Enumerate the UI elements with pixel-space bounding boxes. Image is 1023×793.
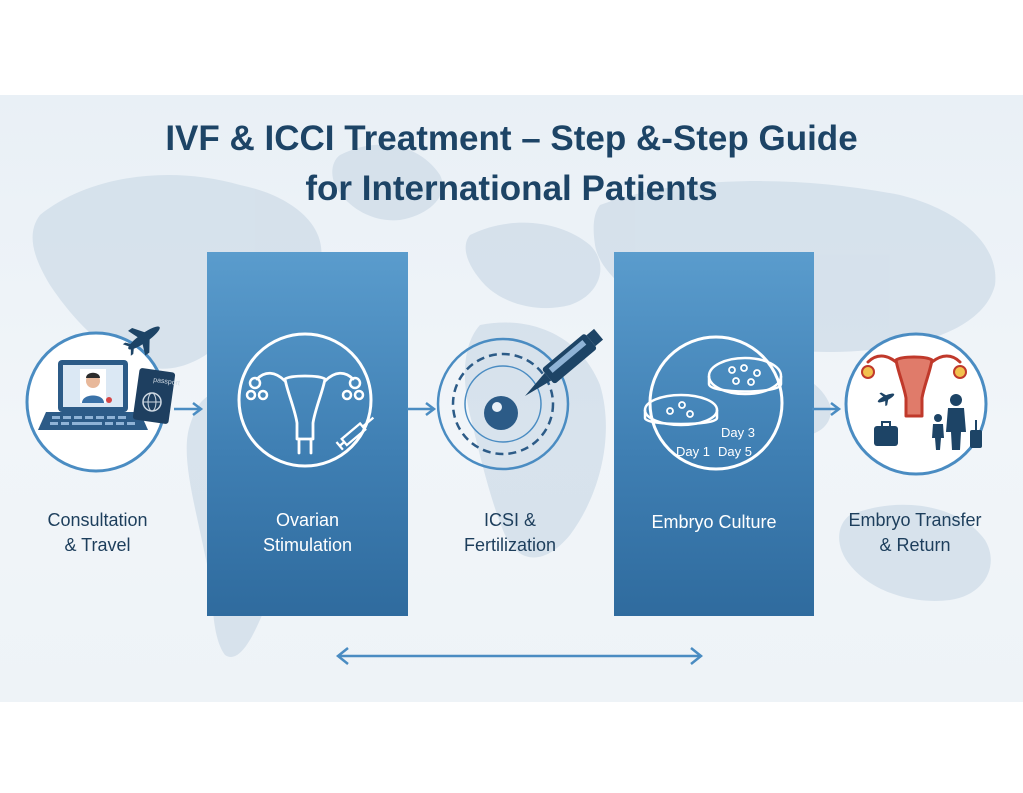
step-label-line: Embryo Transfer [848,510,982,530]
day-1-label: Day 1 [676,444,710,459]
passport-text: passport [153,377,181,388]
step-label-line: ICSI & [483,510,536,530]
page-subtitle: for International Patients [305,169,718,208]
day-5-label: Day 5 [718,444,752,459]
arrow-right-icon [812,402,842,416]
uterus-family-icon [844,332,988,476]
culture-panel [614,252,814,616]
step-label-line: Stimulation [262,535,353,555]
step-label-line: & Return [879,535,951,555]
step-label-consultation: Consultation & Travel [20,508,175,558]
step-label-line: Fertilization [463,535,557,555]
step-label-stimulation: Ovarian Stimulation [207,508,408,558]
step-label-line: Embryo Culture [651,512,777,532]
step-label-culture: Embryo Culture [614,510,814,535]
stimulation-panel [207,252,408,616]
petri-dish-icon: Day 3 Day 1 Day 5 [643,335,784,471]
step-label-line: Consultation [47,510,148,530]
step-label-line: Ovarian [275,510,340,530]
laptop-passport-plane-icon: passport [25,326,181,473]
arrow-right-icon [407,402,437,416]
uterus-syringe-icon [237,332,375,468]
page-title: IVF & ICCI Treatment – Step &-Step Guide [165,119,858,158]
double-arrow-icon [335,647,704,665]
arrow-right-icon [174,402,204,416]
step-label-transfer: Embryo Transfer & Return [830,508,1000,558]
egg-injection-icon [436,328,604,471]
step-label-line: & Travel [64,535,131,555]
step-label-icsi: ICSI & Fertilization [430,508,590,558]
day-3-label: Day 3 [721,425,755,440]
